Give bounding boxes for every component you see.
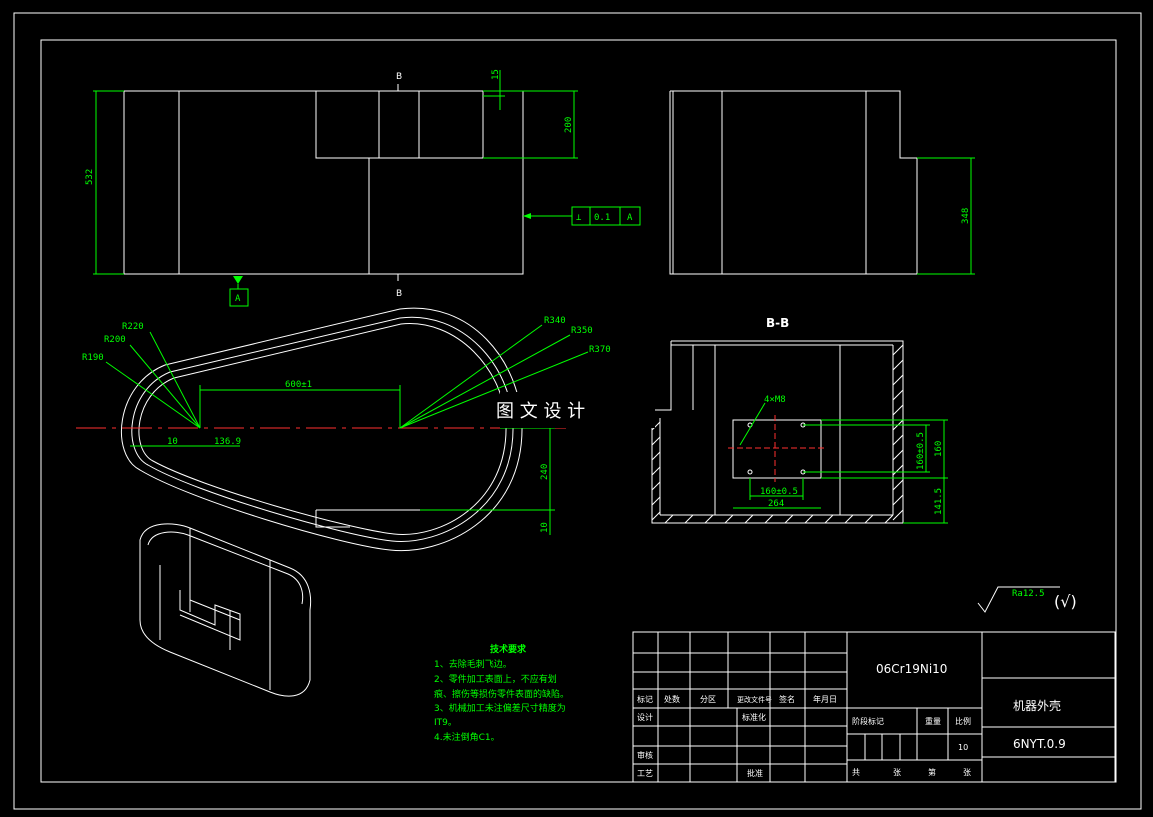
label-stage: 阶段标记 [852, 716, 884, 726]
cut-marker-top: B [396, 72, 402, 82]
dim-r190: R190 [82, 353, 104, 363]
label-count: 处数 [664, 694, 680, 704]
dim-10b: 10 [540, 522, 550, 533]
material: 06Cr19Ni10 [876, 662, 947, 676]
dim-height-141-5: 141.5 [934, 488, 944, 515]
label-sign: 签名 [779, 694, 795, 704]
side-view: 348 [669, 90, 975, 275]
tolerance-symbol: ⊥ [576, 213, 582, 223]
tech-line: 4.未注倒角C1。 [434, 731, 500, 743]
drawing-number: 6NYT.0.9 [1013, 737, 1066, 751]
scale-value: 10 [958, 743, 968, 752]
dim-height-160: 160 [934, 441, 944, 457]
label-standardize: 标准化 [742, 712, 766, 722]
roughness-symbol: Ra12.5 (√) [977, 586, 1077, 613]
tech-line: 3、机械加工未注偏差尺寸精度为 [434, 702, 566, 714]
label-sheet-no: 第 [928, 767, 936, 777]
tech-line: 2、零件加工表面上，不应有划 [434, 673, 557, 685]
front-view: B B 532 15 200 ⊥ 0.1 A A [85, 69, 641, 307]
dim-holes: 4×M8 [764, 395, 786, 405]
label-sheets-unit: 张 [893, 768, 901, 777]
label-process: 工艺 [637, 769, 653, 778]
label-change-doc: 更改文件号 [737, 695, 772, 704]
tolerance-value: 0.1 [594, 213, 610, 223]
top-view: R220 R200 R190 R340 R350 R370 600±1 10 1… [76, 307, 611, 552]
section-view: B-B [651, 316, 948, 524]
label-scale: 比例 [955, 716, 971, 726]
dim-240: 240 [540, 464, 550, 480]
label-sheets-total: 共 [852, 768, 860, 777]
outer-frame [13, 12, 1142, 810]
label-approve: 批准 [747, 768, 763, 778]
tech-line: 1、去除毛刺飞边。 [434, 658, 512, 670]
isometric-view [139, 523, 312, 697]
dim-r200: R200 [104, 335, 126, 345]
dim-pocket-height: 200 [564, 117, 574, 133]
dim-r340: R340 [544, 316, 566, 326]
part-name: 机器外壳 [1013, 699, 1061, 713]
dim-overall-height: 532 [85, 169, 95, 185]
label-sheet-unit2: 张 [963, 768, 971, 777]
section-label: B-B [766, 316, 789, 330]
tech-requirements: 技术要求 1、去除毛刺飞边。 2、零件加工表面上，不应有划 痕、擦伤等损伤零件表… [434, 643, 569, 743]
tech-line: IT9。 [434, 718, 457, 728]
inner-frame [40, 39, 1117, 783]
dim-hole-h: 160±0.5 [760, 487, 798, 497]
dim-side-height: 348 [961, 208, 971, 224]
dim-r220: R220 [122, 322, 144, 332]
cut-marker-bottom: B [396, 289, 402, 299]
dim-r350: R350 [571, 326, 593, 336]
label-designer: 设计 [637, 712, 653, 722]
dim-hole-v: 160±0.5 [916, 432, 926, 470]
roughness-paren: (√) [1054, 592, 1077, 611]
dim-top-offset: 15 [491, 69, 501, 80]
dim-center-distance: 600±1 [285, 380, 312, 390]
label-date: 年月日 [813, 694, 837, 704]
dim-wall-10: 10 [167, 437, 178, 447]
tolerance-datum: A [627, 213, 633, 223]
label-review: 审核 [637, 750, 653, 760]
dim-width-264: 264 [768, 499, 784, 509]
watermark: 图 文 设 计 [496, 401, 585, 422]
tech-line: 痕、擦伤等损伤零件表面的缺陷。 [434, 688, 569, 700]
datum-label: A [235, 294, 241, 304]
roughness-value: Ra12.5 [1012, 589, 1045, 599]
dim-r370: R370 [589, 345, 611, 355]
label-zone: 分区 [700, 695, 716, 704]
title-block: 标记 处数 分区 更改文件号 签名 年月日 设计 标准化 审核 工艺 批准 06… [632, 631, 1116, 783]
dim-136-9: 136.9 [214, 437, 241, 447]
tech-title: 技术要求 [490, 643, 527, 655]
label-weight: 重量 [925, 716, 941, 726]
label-mark: 标记 [637, 694, 653, 704]
